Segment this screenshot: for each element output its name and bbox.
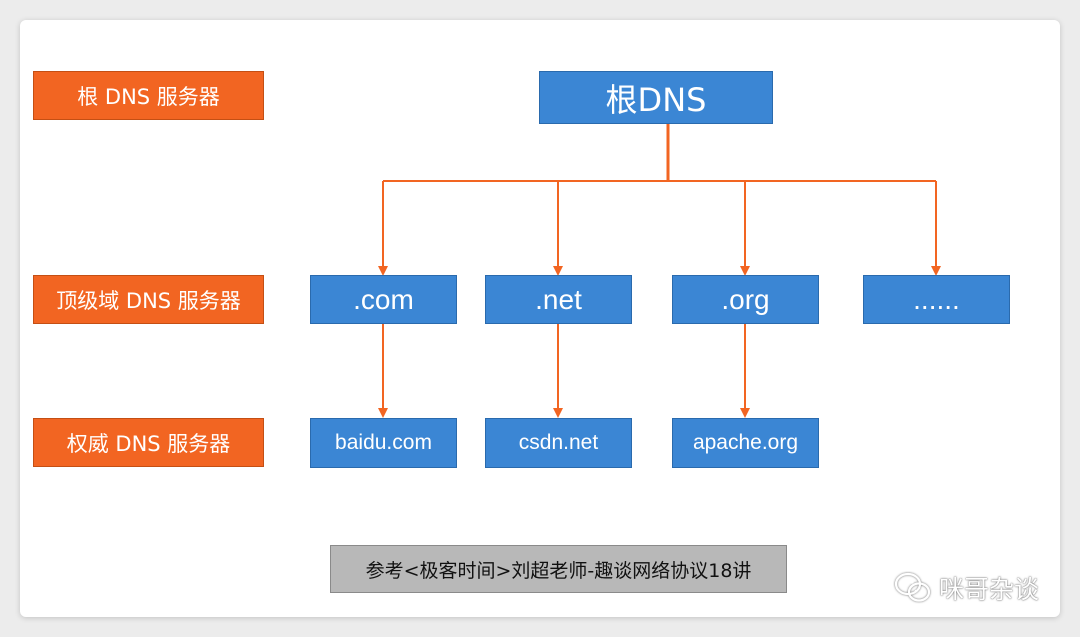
node-tld-more: ...... bbox=[863, 275, 1010, 324]
node-auth-csdn: csdn.net bbox=[485, 418, 632, 468]
watermark: 咪哥杂谈 bbox=[893, 570, 1039, 606]
level-label-tld-text: 顶级域 DNS 服务器 bbox=[56, 288, 241, 313]
level-label-authoritative: 权威 DNS 服务器 bbox=[33, 418, 264, 467]
node-tld-org-text: .org bbox=[721, 283, 770, 315]
node-tld-net-text: .net bbox=[535, 283, 582, 315]
node-tld-com: .com bbox=[310, 275, 457, 324]
wechat-icon bbox=[894, 572, 931, 602]
node-auth-apache: apache.org bbox=[672, 418, 819, 468]
node-tld-com-text: .com bbox=[353, 283, 414, 315]
node-auth-apache-text: apache.org bbox=[692, 431, 799, 454]
node-auth-baidu: baidu.com bbox=[310, 418, 457, 468]
level-label-root: 根 DNS 服务器 bbox=[33, 71, 264, 120]
watermark-text: 咪哥杂谈 bbox=[939, 575, 1040, 604]
level-label-authoritative-text: 权威 DNS 服务器 bbox=[66, 431, 231, 456]
reference-caption: 参考<极客时间>刘超老师-趣谈网络协议18讲 bbox=[330, 545, 787, 593]
node-tld-net: .net bbox=[485, 275, 632, 324]
reference-caption-text: 参考<极客时间>刘超老师-趣谈网络协议18讲 bbox=[365, 559, 752, 582]
node-tld-more-text: ...... bbox=[913, 283, 960, 315]
node-auth-baidu-text: baidu.com bbox=[335, 431, 432, 454]
node-root-dns: 根DNS bbox=[539, 71, 773, 124]
node-tld-org: .org bbox=[672, 275, 819, 324]
node-auth-csdn-text: csdn.net bbox=[518, 431, 599, 454]
level-label-root-text: 根 DNS 服务器 bbox=[77, 84, 220, 109]
level-label-tld: 顶级域 DNS 服务器 bbox=[33, 275, 264, 324]
node-root-dns-text: 根DNS bbox=[605, 80, 707, 119]
